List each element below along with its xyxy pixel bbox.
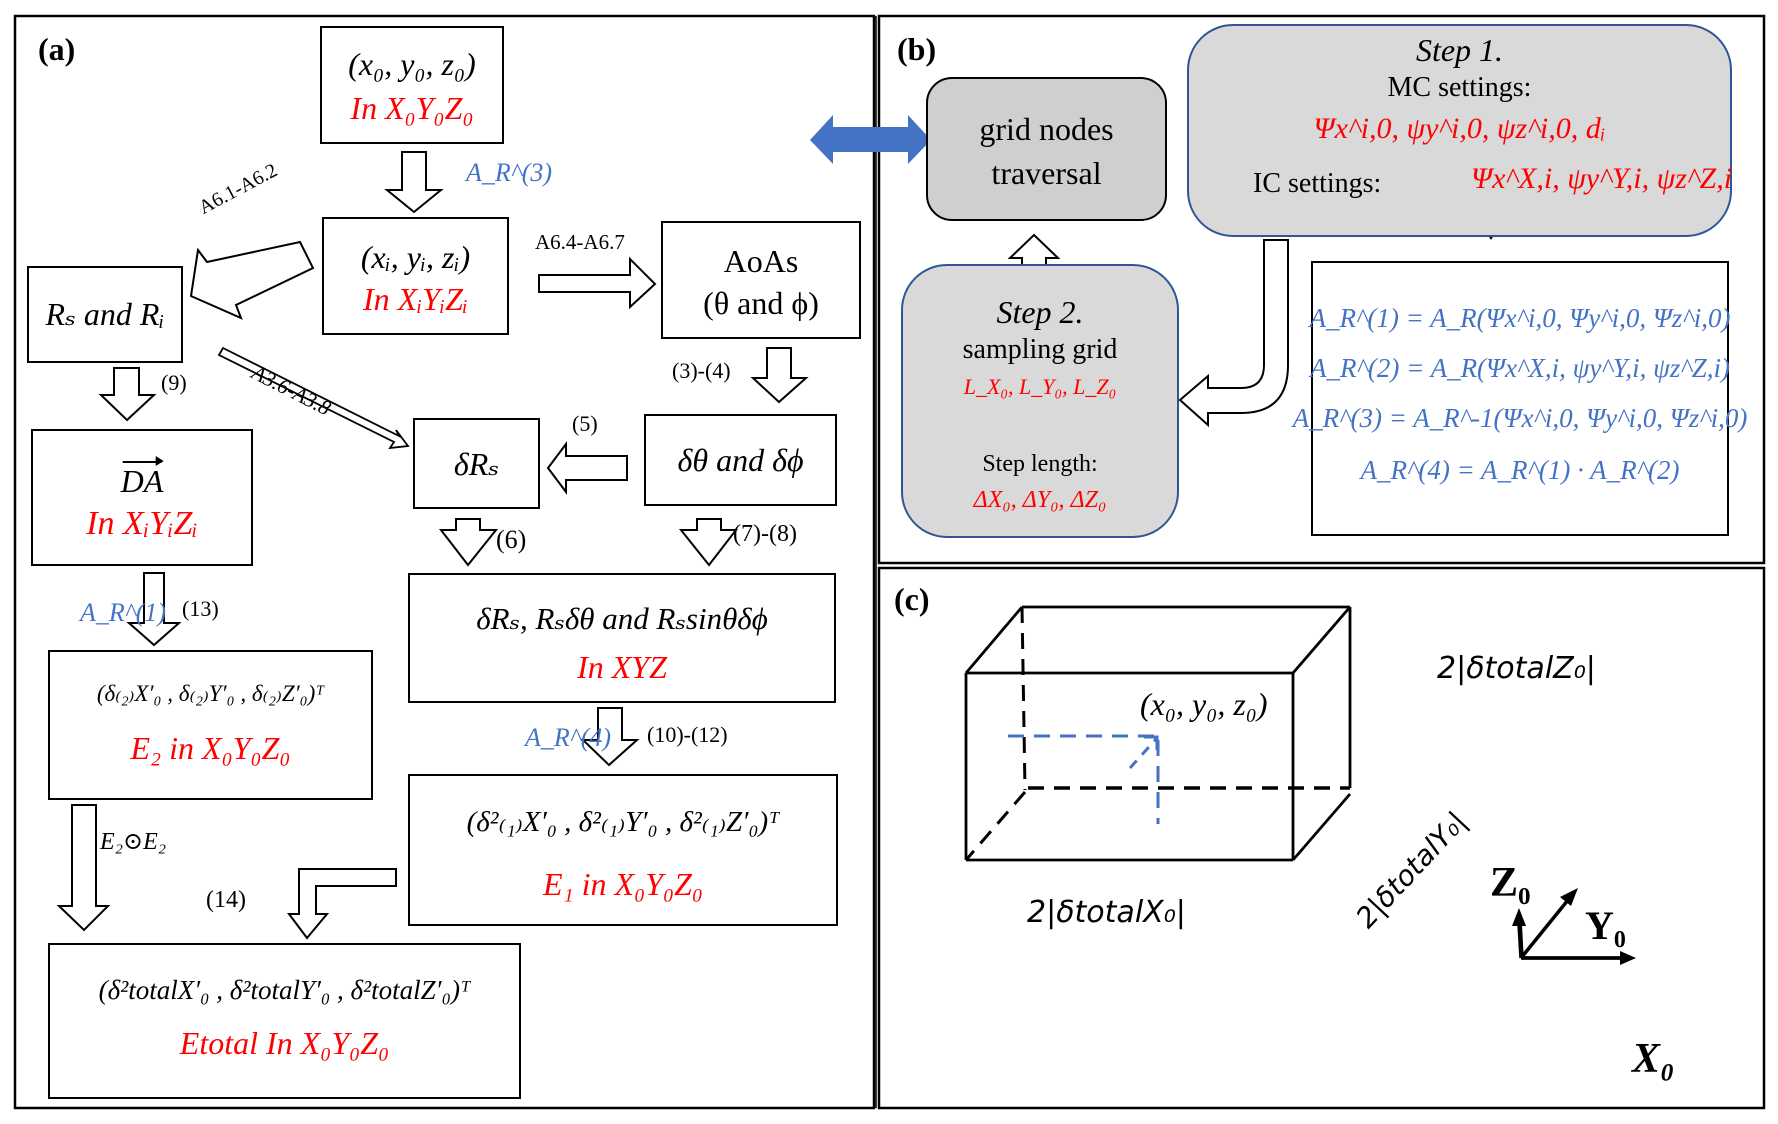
panel-a-frame	[13, 14, 876, 1110]
node-e2-vector: (δ₍₂₎X′₀ , δ₍₂₎Y′₀ , δ₍₂₎Z′₀)ᵀ	[96, 681, 325, 706]
dim-z-label: 2|δtotalZ₀|	[1437, 651, 1596, 686]
node-drs: δRₛ	[413, 418, 540, 509]
node-etotal-vector: (δ²totalX′₀ , δ²totalY′₀ , δ²totalZ′₀)ᵀ	[98, 975, 471, 1005]
step2-step-values: ΔX₀, ΔY₀, ΔZ₀	[973, 487, 1107, 513]
step1-title: Step 1.	[1415, 32, 1504, 68]
axis-x-label: X₀	[1632, 1036, 1675, 1082]
step2-step-label: Step length:	[982, 451, 1098, 477]
node-origin: (x₀, y₀, z₀) In X₀Y₀Z₀	[320, 26, 504, 144]
node-origin-coords: (x₀, y₀, z₀)	[348, 46, 476, 82]
step2-box: Step 2. sampling grid L_X₀, L_Y₀, L_Z₀ S…	[901, 264, 1179, 538]
dim-x-label: 2|δtotalX₀|	[1027, 895, 1186, 930]
arrow-dtheta-to-drs	[546, 441, 628, 495]
point-projection-lines	[1008, 734, 1160, 824]
node-local: (xᵢ, yᵢ, zᵢ) In XᵢYᵢZᵢ	[322, 217, 509, 335]
node-dtheta-text: δθ and δϕ	[677, 442, 804, 478]
label-eq14: (14)	[206, 887, 246, 913]
rotation-matrices-box: A_R^(1) = A_R(Ψx^i,0, Ψy^i,0, Ψz^i,0) A_…	[1293, 261, 1747, 536]
node-aoas-subtitle: (θ and ϕ)	[703, 285, 819, 321]
matrix-ar2: A_R^(2) = A_R(Ψx^X,i, ψy^Y,i, ψz^Z,i)	[1309, 353, 1731, 383]
node-aoas-title: AoAs	[723, 243, 799, 279]
x-axis-head	[1620, 951, 1636, 965]
label-e2-hadamard: E₂⊙E₂	[100, 829, 167, 855]
node-ranges-text: Rₛ and Rᵢ	[45, 296, 165, 332]
node-aoas: AoAs (θ and ϕ)	[661, 221, 861, 339]
node-e2: (δ₍₂₎X′₀ , δ₍₂₎Y′₀ , δ₍₂₎Z′₀)ᵀ E₂ in X₀Y…	[48, 650, 373, 800]
label-eq9: (9)	[161, 370, 187, 395]
node-local-coords: (xᵢ, yᵢ, zᵢ)	[360, 239, 471, 275]
step1-mc-values: Ψx^i,0, ψy^i,0, ψz^i,0, dᵢ	[1313, 112, 1606, 145]
arrow-da-to-e2	[126, 572, 182, 647]
node-origin-frame: In X₀Y₀Z₀	[350, 90, 474, 126]
point-label: (x₀, y₀, z₀)	[1140, 686, 1268, 722]
step1-ic-values: Ψx^X,i, ψy^Y,i, ψz^Z,i	[1471, 162, 1733, 195]
matrix-ar1: A_R^(1) = A_R(Ψx^i,0, Ψy^i,0, Ψz^i,0)	[1309, 303, 1731, 333]
node-xyz: δRₛ, Rₛδθ and Rₛsinθδϕ In XYZ	[408, 573, 836, 703]
panel-b-label: (b)	[897, 31, 937, 67]
node-xyz-vectors: δRₛ, Rₛδθ and Rₛsinθδϕ	[476, 601, 768, 636]
y-axis	[1519, 898, 1570, 960]
panel-b-frame	[877, 14, 1766, 565]
arrow-step1-to-step2	[1178, 239, 1289, 428]
step1-box: Step 1. MC settings: Ψx^i,0, ψy^i,0, ψz^…	[1187, 24, 1732, 237]
label-ar3: A_R^(3)	[466, 158, 553, 187]
matrix-ar3: A_R^(3) = A_R^-1(Ψx^i,0, Ψy^i,0, Ψz^i,0)	[1292, 403, 1748, 433]
double-arrow-icon	[810, 115, 931, 164]
node-etotal-frame: Etotal In X₀Y₀Z₀	[179, 1025, 390, 1061]
arrow-local-to-aoas	[538, 256, 657, 310]
label-eq3-4: (3)-(4)	[672, 358, 731, 383]
arrow-e2-to-etotal	[56, 804, 111, 932]
arrow-aoas-to-dtheta	[750, 347, 809, 404]
arrow-dtheta-to-xyz	[678, 518, 739, 567]
arrow-ranges-to-drs	[217, 346, 410, 450]
matrix-ar4: A_R^(4) = A_R^(1) · A_R^(2)	[1360, 455, 1680, 485]
arrow-local-to-ranges	[189, 240, 315, 320]
z-axis-head	[1512, 908, 1526, 926]
node-e1-vector: (δ²₍₁₎X′₀ , δ²₍₁₎Y′₀ , δ²₍₁₎Z′₀)ᵀ	[466, 806, 780, 838]
label-a6-4: A6.4-A6.7	[535, 230, 625, 254]
arrow-origin-to-local	[384, 151, 444, 214]
node-xyz-frame: In XYZ	[577, 649, 667, 685]
arrow-ranges-to-da	[98, 367, 157, 422]
node-da-vector: DA	[120, 456, 164, 499]
axis-z-label: Z₀	[1490, 860, 1531, 906]
arrow-drs-to-xyz	[438, 518, 499, 567]
node-local-frame: In XᵢYᵢZᵢ	[363, 281, 468, 317]
node-ranges: Rₛ and Rᵢ	[27, 266, 183, 363]
z-axis	[1517, 923, 1523, 959]
node-e1-frame: E₁ in X₀Y₀Z₀	[542, 866, 704, 902]
label-eq7-8: (7)-(8)	[733, 521, 797, 547]
label-ar4: A_R^(4)	[525, 723, 612, 752]
step1-mc-label: MC settings:	[1387, 72, 1532, 103]
arrow-e1-to-etotal	[287, 868, 397, 940]
node-etotal: (δ²totalX′₀ , δ²totalY′₀ , δ²totalZ′₀)ᵀ …	[48, 943, 521, 1099]
y-axis-head	[1560, 888, 1578, 906]
step2-title: Step 2.	[996, 294, 1084, 330]
grid-traversal-line1: grid nodes	[979, 111, 1114, 147]
node-grid-traversal: grid nodes traversal	[926, 77, 1167, 221]
node-dtheta: δθ and δϕ	[644, 414, 837, 506]
node-drs-text: δRₛ	[453, 446, 500, 482]
grid-traversal-line2: traversal	[991, 155, 1102, 191]
label-eq6: (6)	[496, 525, 527, 554]
label-eq5: (5)	[572, 411, 598, 436]
axis-y-label: Y₀	[1585, 903, 1626, 948]
step1-ic-label: IC settings:	[1253, 168, 1382, 199]
node-da-frame: In XᵢYᵢZᵢ	[86, 505, 198, 542]
node-da: DA In XᵢYᵢZᵢ	[31, 429, 253, 566]
step2-grid-values: L_X₀, L_Y₀, L_Z₀	[963, 374, 1117, 399]
panel-c-frame	[877, 566, 1766, 1110]
bounding-box-3d	[964, 605, 1352, 862]
panel-a-label: (a)	[38, 31, 76, 67]
node-e2-frame: E₂ in X₀Y₀Z₀	[130, 730, 291, 766]
panel-c-label: (c)	[894, 581, 930, 617]
node-e1: (δ²₍₁₎X′₀ , δ²₍₁₎Y′₀ , δ²₍₁₎Z′₀)ᵀ E₁ in …	[408, 774, 838, 926]
label-ar1: A_R^(1)	[80, 598, 167, 627]
label-eq13: (13)	[182, 596, 219, 621]
arrow-xyz-to-e1	[580, 707, 640, 767]
label-eq10-12: (10)-(12)	[647, 722, 728, 747]
step2-grid-label: sampling grid	[962, 334, 1118, 365]
